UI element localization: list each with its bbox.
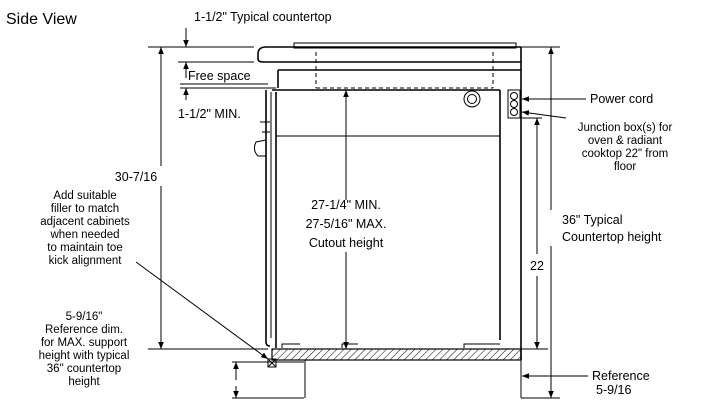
dimension-lines <box>135 28 588 399</box>
cabinet-outline <box>253 42 522 398</box>
svg-text:Junction box(s) for: Junction box(s) for <box>578 122 673 134</box>
svg-text:floor: floor <box>614 161 637 173</box>
junction-box-note: Junction box(s) for oven & radiant cookt… <box>578 122 673 173</box>
junction-height-label: 22 <box>530 259 544 273</box>
svg-text:height with typical: height with typical <box>39 350 130 362</box>
svg-text:oven & radiant: oven & radiant <box>588 135 663 147</box>
cutout-height-label: 27-1/4" MIN. 27-5/16" MAX. Cutout height <box>306 198 387 250</box>
svg-text:to maintain toe: to maintain toe <box>47 242 122 254</box>
countertop-label: 1-1/2" Typical countertop <box>194 10 332 24</box>
svg-text:height: height <box>68 376 100 388</box>
min-clearance-label: 1-1/2" MIN. <box>178 107 241 121</box>
svg-text:for MAX. support: for MAX. support <box>41 337 128 349</box>
diagram-title: Side View <box>6 11 77 28</box>
svg-text:27-1/4" MIN.: 27-1/4" MIN. <box>311 198 381 212</box>
power-cord-symbol <box>463 90 481 108</box>
svg-text:36" Typical: 36" Typical <box>562 213 623 227</box>
svg-text:5-9/16: 5-9/16 <box>596 383 631 397</box>
free-space-label: Free space <box>188 69 251 83</box>
svg-text:adjacent cabinets: adjacent cabinets <box>40 216 130 228</box>
power-cord-label: Power cord <box>590 92 653 106</box>
svg-text:when needed: when needed <box>49 229 119 241</box>
svg-text:Cutout height: Cutout height <box>309 236 384 250</box>
junction-box-symbol <box>507 89 521 119</box>
svg-text:36" countertop: 36" countertop <box>47 363 121 375</box>
left-height-label: 30-7/16 <box>115 170 157 184</box>
counter-height-label: 36" Typical Countertop height <box>562 213 662 244</box>
reference-dim-note: 5-9/16" Reference dim. for MAX. support … <box>39 311 130 388</box>
svg-text:filler to match: filler to match <box>51 203 119 215</box>
svg-text:Countertop height: Countertop height <box>562 230 662 244</box>
svg-text:Reference: Reference <box>592 369 650 383</box>
svg-text:Add suitable: Add suitable <box>53 190 116 202</box>
svg-text:cooktop 22" from: cooktop 22" from <box>582 148 669 160</box>
filler-note: Add suitable filler to match adjacent ca… <box>40 190 130 267</box>
svg-text:kick alignment: kick alignment <box>49 255 123 267</box>
svg-text:27-5/16" MAX.: 27-5/16" MAX. <box>306 217 387 231</box>
reference-label: Reference 5-9/16 <box>592 369 650 397</box>
svg-text:5-9/16": 5-9/16" <box>66 311 103 323</box>
svg-text:Reference dim.: Reference dim. <box>45 324 123 336</box>
